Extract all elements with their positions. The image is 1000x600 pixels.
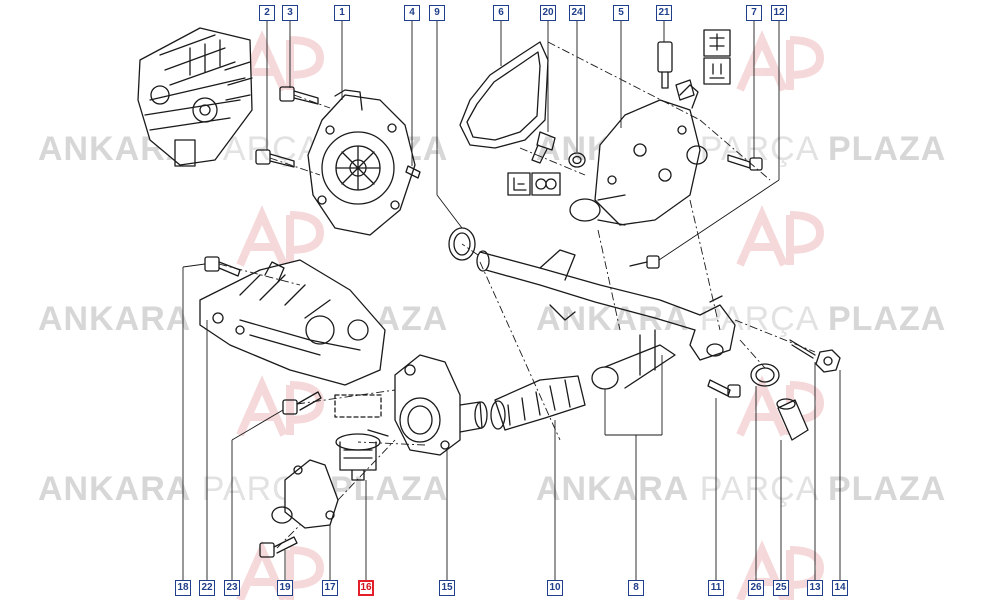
callout-17: 17 (322, 580, 338, 596)
bolt-19-illustration (259, 536, 298, 558)
callout-25: 25 (773, 580, 789, 596)
coolant-pipe-illustration (476, 249, 736, 361)
bracket-22-illustration (199, 259, 386, 386)
callout-20: 20 (540, 5, 556, 21)
callout-24: 24 (569, 5, 585, 21)
pipe-8-illustration (591, 329, 676, 390)
bolt-11-illustration (707, 379, 741, 398)
callout-14: 14 (832, 580, 848, 596)
bolt-7-illustration (727, 154, 763, 171)
gasket-illustration (459, 41, 549, 149)
bolt-18-illustration (204, 256, 241, 277)
temperature-sensor-illustration (531, 131, 586, 168)
callout-11: 11 (708, 580, 724, 596)
callout-19: 19 (277, 580, 293, 596)
dashed-option-box (334, 394, 382, 418)
engine-block-illustration (137, 27, 253, 167)
thermostat-16-illustration (335, 429, 389, 481)
coolant-hose-illustration (490, 375, 586, 431)
alignment-lines (218, 41, 816, 549)
bolt-12-illustration (629, 255, 660, 269)
stud-13-nut-14-illustration (789, 339, 841, 373)
callout-5: 5 (613, 5, 629, 21)
callout-9: 9 (429, 5, 445, 21)
callout-7: 7 (746, 5, 762, 21)
thermostat-body-illustration (394, 354, 488, 456)
water-pump-illustration (307, 89, 416, 236)
callout-21: 21 (656, 5, 672, 21)
callout-1: 1 (334, 5, 350, 21)
bolt-23-illustration (282, 391, 322, 415)
callout-6: 6 (493, 5, 509, 21)
stud-4-illustration (405, 165, 421, 179)
callout-16-highlighted: 16 (358, 580, 374, 596)
symbol-boxes (507, 29, 731, 196)
bolt-2-3-illustration (255, 86, 319, 168)
sensor-21-illustration (657, 41, 695, 101)
callout-3: 3 (282, 5, 298, 21)
callout-26: 26 (748, 580, 764, 596)
callout-15: 15 (439, 580, 455, 596)
housing-cover-illustration (271, 459, 339, 529)
callout-22: 22 (199, 580, 215, 596)
hose-25-illustration (776, 398, 809, 441)
callout-12: 12 (771, 5, 787, 21)
callout-23: 23 (224, 580, 240, 596)
callout-10: 10 (547, 580, 563, 596)
callout-2: 2 (259, 5, 275, 21)
thermostat-housing-illustration (569, 84, 708, 226)
callout-18: 18 (175, 580, 191, 596)
watermark-row: ANKARA PARÇA PLAZA (536, 300, 947, 338)
watermark-row: ANKARA PARÇA PLAZA (536, 470, 947, 508)
callout-8: 8 (628, 580, 644, 596)
leader-lines (182, 20, 841, 580)
callout-13: 13 (807, 580, 823, 596)
callout-4: 4 (404, 5, 420, 21)
